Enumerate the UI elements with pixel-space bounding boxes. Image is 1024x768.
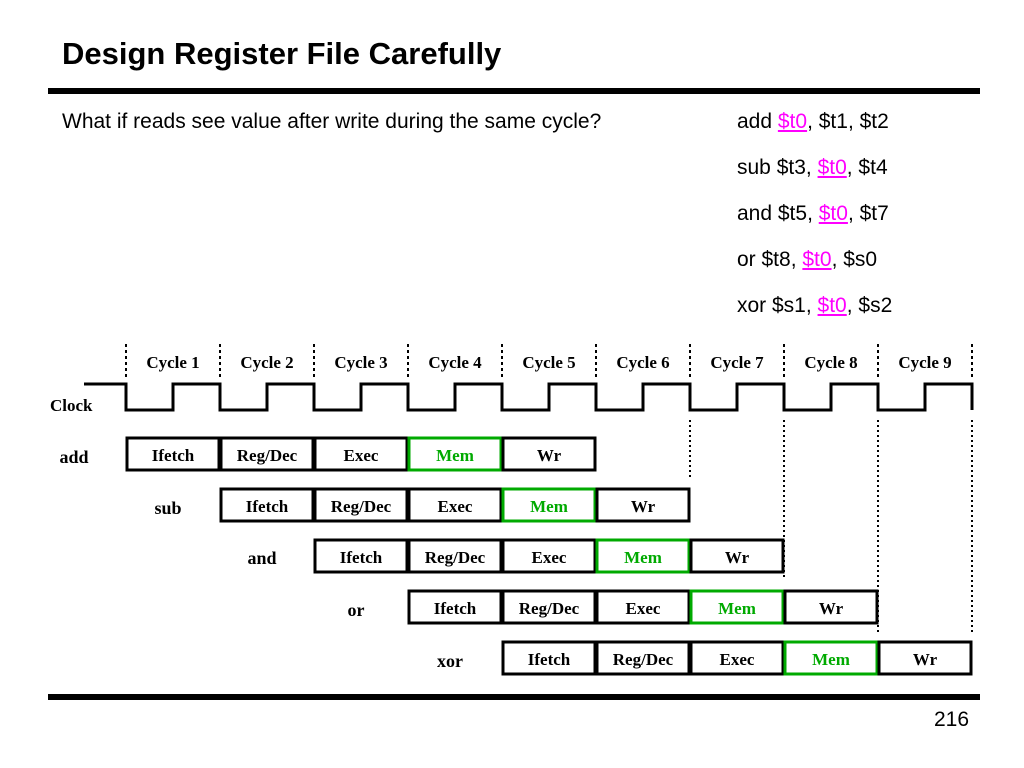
stage-label: Ifetch bbox=[246, 497, 289, 516]
slide-title: Design Register File Carefully bbox=[62, 36, 502, 71]
clock-waveform bbox=[84, 382, 974, 412]
stage-label: Wr bbox=[913, 650, 938, 669]
stage-label: Exec bbox=[720, 650, 755, 669]
instruction-text: , $s0 bbox=[831, 248, 878, 271]
stage-label: Exec bbox=[344, 446, 379, 465]
cycle-label: Cycle 9 bbox=[898, 353, 951, 372]
stage-box-mem bbox=[407, 436, 503, 472]
stage-box-wr bbox=[501, 436, 597, 472]
stage-label: Exec bbox=[532, 548, 567, 567]
instruction-text: add bbox=[737, 110, 778, 133]
instruction-text: or $t8, bbox=[737, 248, 803, 271]
clock-label: Clock bbox=[50, 396, 93, 415]
instruction-line: and $t5, $t0, $t7 bbox=[737, 202, 889, 226]
stage-label: Wr bbox=[631, 497, 656, 516]
stage-label: Ifetch bbox=[340, 548, 383, 567]
stage-label: Exec bbox=[438, 497, 473, 516]
cycle-label: Cycle 2 bbox=[240, 353, 293, 372]
stage-box-mem bbox=[783, 640, 879, 676]
stage-box-mem bbox=[595, 538, 691, 574]
cycle-label: Cycle 1 bbox=[146, 353, 199, 372]
stage-box-mem bbox=[501, 487, 597, 523]
stage-box-wr bbox=[877, 640, 973, 676]
stage-label: Reg/Dec bbox=[237, 446, 298, 465]
top-divider bbox=[48, 88, 980, 94]
stage-box-ifetch bbox=[219, 487, 315, 523]
instruction-text: , $t7 bbox=[847, 202, 889, 225]
stage-label: Wr bbox=[725, 548, 750, 567]
instruction-text: xor $s1, bbox=[737, 294, 818, 317]
row-label-or: or bbox=[348, 600, 365, 620]
stage-box-wr bbox=[595, 487, 691, 523]
stage-box-ifetch bbox=[407, 589, 503, 625]
stage-box-reg-dec bbox=[313, 487, 409, 523]
stage-label: Mem bbox=[624, 548, 662, 567]
row-label-xor: xor bbox=[437, 651, 463, 671]
stage-label: Mem bbox=[718, 599, 756, 618]
cycle-label: Cycle 6 bbox=[616, 353, 669, 372]
stage-box-reg-dec bbox=[407, 538, 503, 574]
stage-box-exec bbox=[689, 640, 785, 676]
stage-box-reg-dec bbox=[595, 640, 691, 676]
page-number: 216 bbox=[934, 708, 970, 731]
stage-label: Reg/Dec bbox=[519, 599, 580, 618]
instruction-text: and $t5, bbox=[737, 202, 819, 225]
highlighted-register: $t0 bbox=[817, 294, 847, 317]
stage-box-exec bbox=[407, 487, 503, 523]
highlighted-register: $t0 bbox=[777, 110, 808, 133]
stage-label: Reg/Dec bbox=[331, 497, 392, 516]
instruction-line: add $t0, $t1, $t2 bbox=[737, 110, 889, 134]
stage-label: Reg/Dec bbox=[425, 548, 486, 567]
stage-label: Ifetch bbox=[152, 446, 195, 465]
cycle-label: Cycle 7 bbox=[710, 353, 764, 372]
highlighted-register: $t0 bbox=[802, 248, 832, 271]
stage-box-exec bbox=[595, 589, 691, 625]
cycle-label: Cycle 3 bbox=[334, 353, 387, 372]
stage-label: Mem bbox=[812, 650, 850, 669]
instruction-line: xor $s1, $t0, $s2 bbox=[737, 294, 892, 318]
instruction-text: , $t4 bbox=[846, 156, 888, 179]
instruction-text: , $t1, $t2 bbox=[807, 110, 889, 133]
cycle-label: Cycle 8 bbox=[804, 353, 857, 372]
stage-box-wr bbox=[783, 589, 879, 625]
highlighted-register: $t0 bbox=[817, 156, 847, 179]
stage-label: Ifetch bbox=[434, 599, 477, 618]
instruction-text: , $s2 bbox=[846, 294, 893, 317]
row-label-and: and bbox=[247, 548, 276, 568]
stage-box-ifetch bbox=[501, 640, 597, 676]
highlighted-register: $t0 bbox=[818, 202, 848, 225]
stage-box-reg-dec bbox=[501, 589, 597, 625]
stage-box-ifetch bbox=[313, 538, 409, 574]
stage-label: Ifetch bbox=[528, 650, 571, 669]
stage-label: Wr bbox=[537, 446, 562, 465]
stage-label: Mem bbox=[436, 446, 474, 465]
cycle-label: Cycle 5 bbox=[522, 353, 575, 372]
instruction-line: or $t8, $t0, $s0 bbox=[737, 248, 877, 272]
stage-box-mem bbox=[689, 589, 785, 625]
stage-box-exec bbox=[313, 436, 409, 472]
row-label-sub: sub bbox=[154, 498, 181, 518]
instruction-text: sub $t3, bbox=[737, 156, 818, 179]
question-text: What if reads see value after write duri… bbox=[62, 110, 602, 133]
row-label-add: add bbox=[59, 447, 88, 467]
cycle-label: Cycle 4 bbox=[428, 353, 482, 372]
stage-label: Wr bbox=[819, 599, 844, 618]
stage-box-exec bbox=[501, 538, 597, 574]
stage-label: Reg/Dec bbox=[613, 650, 674, 669]
stage-label: Exec bbox=[626, 599, 661, 618]
stage-box-reg-dec bbox=[219, 436, 315, 472]
stage-box-ifetch bbox=[125, 436, 221, 472]
stage-box-wr bbox=[689, 538, 785, 574]
stage-label: Mem bbox=[530, 497, 568, 516]
bottom-divider bbox=[48, 694, 980, 700]
instruction-line: sub $t3, $t0, $t4 bbox=[737, 156, 888, 180]
